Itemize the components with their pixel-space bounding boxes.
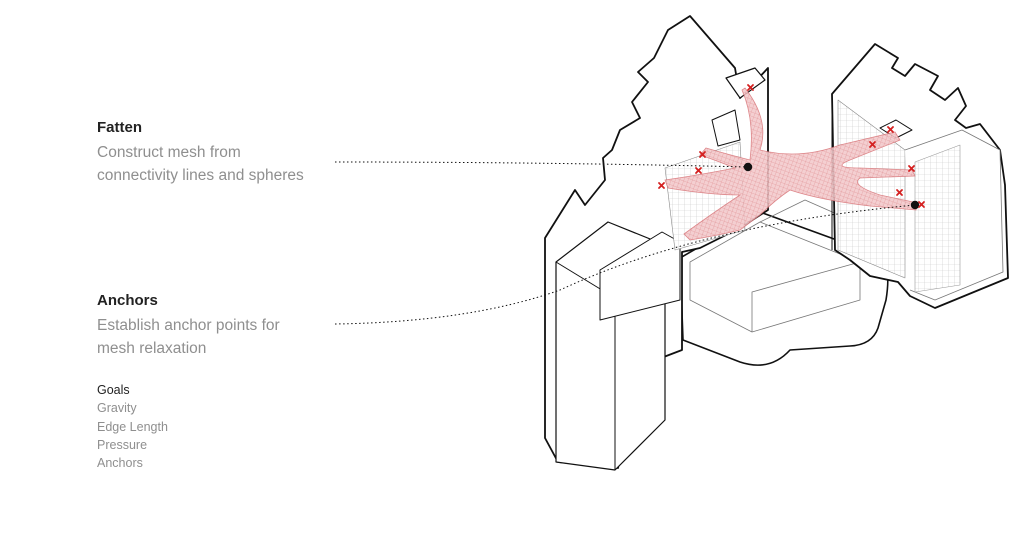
red-x-marker <box>658 182 665 189</box>
red-x-marker <box>695 167 702 174</box>
step-anchors: Anchors Establish anchor points for mesh… <box>97 292 280 360</box>
step-description-line: Establish anchor points for <box>97 317 280 334</box>
step-fatten: Fatten Construct mesh from connectivity … <box>97 119 304 187</box>
leader-lines <box>334 161 916 325</box>
red-x-marker <box>908 165 915 172</box>
red-x-marker <box>887 126 894 133</box>
goals-heading: Goals <box>97 383 130 397</box>
step-description-line: Construct mesh from <box>97 144 241 161</box>
step-description-line: connectivity lines and spheres <box>97 167 304 184</box>
step-title: Anchors <box>97 292 158 309</box>
leader-endpoint-dot <box>910 200 920 210</box>
red-x-marker <box>747 84 754 91</box>
leader-line-fatten <box>334 161 749 168</box>
red-x-marker <box>699 151 706 158</box>
goal-item: Anchors <box>97 456 143 471</box>
anchor-markers <box>658 84 925 208</box>
leader-line-anchors <box>334 204 916 325</box>
red-x-marker <box>869 141 876 148</box>
step-description: Construct mesh from connectivity lines a… <box>97 141 304 187</box>
step-description: Establish anchor points for mesh relaxat… <box>97 314 280 360</box>
goal-item: Pressure <box>97 437 148 452</box>
red-x-marker <box>896 189 903 196</box>
step-description-line: mesh relaxation <box>97 340 207 357</box>
goal-item: Gravity <box>97 401 137 416</box>
goals-list: Goals Gravity Edge Length Pressure Ancho… <box>97 381 168 472</box>
step-title: Fatten <box>97 119 142 136</box>
leader-endpoint-dot <box>743 162 753 172</box>
red-x-marker <box>918 201 925 208</box>
goal-item: Edge Length <box>97 419 168 434</box>
